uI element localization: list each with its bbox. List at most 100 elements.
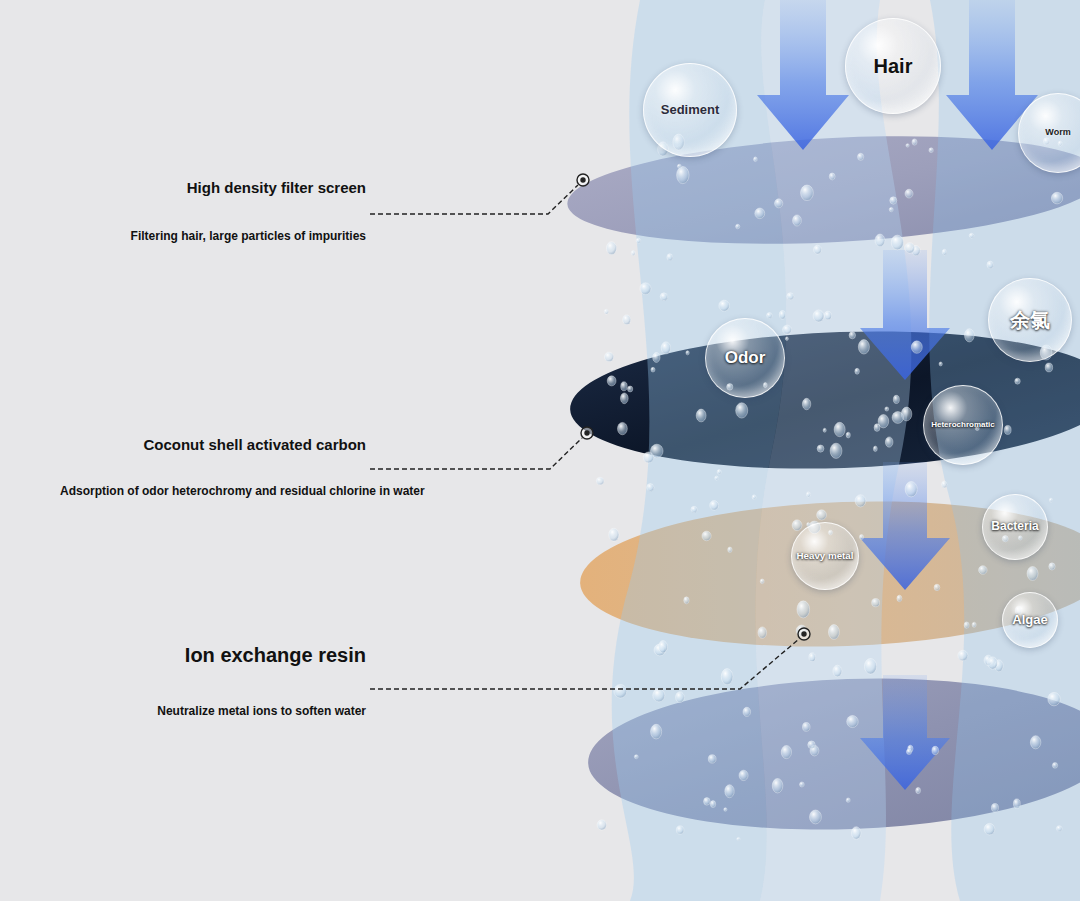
leader-dot (581, 178, 585, 182)
water-drop (1004, 425, 1011, 434)
water-drop (858, 340, 869, 354)
water-drop (785, 337, 788, 341)
water-drop (991, 804, 998, 812)
water-drop (864, 659, 876, 675)
bubble-text: Bacteria (991, 520, 1038, 533)
water-drop (640, 283, 651, 295)
water-drop (710, 501, 719, 510)
bubble-text: Algae (1012, 613, 1047, 627)
water-drop (969, 233, 974, 238)
water-drop (942, 249, 946, 255)
water-drop (1013, 799, 1020, 808)
water-drop (830, 443, 842, 458)
particle-bubble: Bacteria (982, 494, 1048, 560)
water-drop (810, 810, 822, 824)
bubble-text: Odor (725, 349, 766, 368)
water-drop (606, 242, 616, 255)
water-drop (743, 707, 751, 716)
water-drop (755, 208, 765, 219)
flow-arrows (757, 0, 1038, 790)
water-drop (617, 422, 627, 434)
particle-bubble: Hair (845, 18, 941, 114)
water-drop (631, 251, 635, 256)
water-drop (984, 823, 995, 834)
water-drop (878, 415, 889, 428)
water-drop (715, 476, 719, 480)
water-drop (814, 245, 822, 254)
water-drop (802, 398, 810, 409)
water-drop (885, 407, 889, 411)
water-drop (906, 144, 909, 147)
leader-dot (798, 628, 810, 640)
water-drop (834, 422, 845, 436)
water-drop (634, 755, 638, 759)
leader-line (370, 438, 582, 469)
water-drop (929, 148, 933, 153)
water-drop (932, 746, 939, 754)
bubble-text: Heterochromatic (931, 421, 995, 430)
water-drop (942, 481, 947, 488)
water-drop (905, 243, 915, 253)
water-drop (808, 741, 815, 749)
layer-description: Adsorption of odor heterochromy and resi… (60, 484, 425, 498)
water-drop (724, 808, 727, 812)
water-drop (736, 403, 748, 418)
water-drop (873, 446, 877, 451)
water-drop (659, 641, 668, 653)
layer-description: Neutralize metal ions to soften water (157, 704, 366, 718)
water-drop (813, 310, 824, 322)
water-drop (781, 745, 791, 758)
water-drop (885, 437, 893, 447)
bubble-text: 余氯 (1010, 309, 1050, 331)
particle-bubble: Heavy metal (791, 522, 859, 590)
water-drop (897, 595, 902, 602)
water-drop (737, 837, 740, 840)
water-drop (1049, 563, 1055, 570)
water-streams (612, 0, 1080, 901)
water-drop (1030, 736, 1040, 749)
layer-name: High density filter screen (187, 179, 366, 197)
water-drop (958, 650, 968, 660)
water-drop (905, 189, 913, 198)
water-drop (627, 386, 632, 392)
water-drop (728, 547, 732, 553)
water-drop (797, 601, 810, 618)
water-drop (604, 309, 608, 314)
water-drop (809, 653, 815, 662)
water-drop (636, 238, 640, 243)
water-drop (852, 827, 861, 839)
water-drop (802, 722, 810, 731)
water-drop (754, 157, 758, 162)
water-drop (677, 166, 689, 183)
water-drop (964, 622, 969, 628)
water-drop (817, 510, 827, 520)
water-drop (849, 332, 855, 339)
leader-line (370, 639, 799, 689)
water-drop (828, 625, 839, 640)
water-drop (725, 785, 734, 798)
water-drop (597, 820, 606, 830)
water-drop (704, 798, 711, 806)
water-drop (792, 520, 802, 531)
water-drop (710, 801, 715, 808)
water-drop (676, 692, 685, 703)
water-drop (939, 362, 942, 366)
bubble-text: Heavy metal (796, 551, 853, 562)
water-drop (823, 428, 826, 432)
water-drop (979, 566, 987, 575)
water-drop (855, 368, 860, 374)
water-drop (875, 234, 885, 247)
flow-arrow (860, 250, 950, 380)
water-drop (621, 382, 627, 391)
water-drop (1048, 692, 1060, 705)
water-drop (855, 495, 866, 507)
water-drop (719, 300, 729, 311)
water-drop (653, 352, 660, 362)
water-drop (660, 293, 668, 301)
water-drop (783, 325, 792, 334)
water-drop (806, 492, 810, 497)
water-drop (911, 341, 922, 353)
water-drop (667, 254, 673, 261)
particle-bubble: Sediment (643, 63, 737, 157)
